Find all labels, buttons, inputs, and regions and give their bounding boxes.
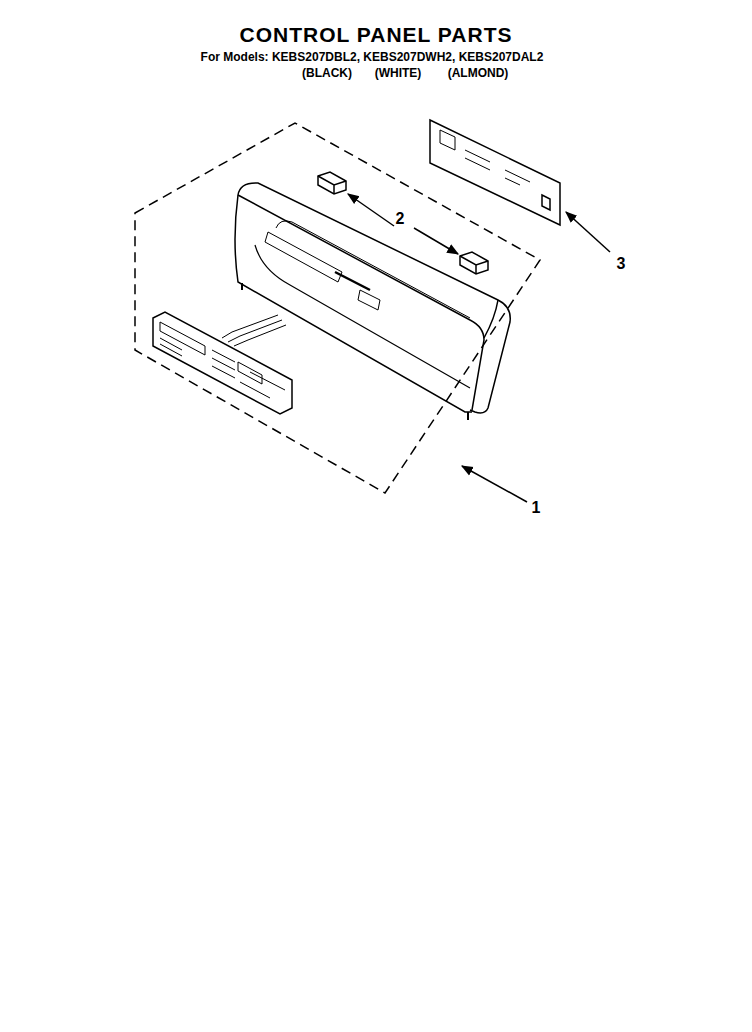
leader-line (348, 194, 394, 226)
leader-line (462, 466, 527, 502)
leader-line (566, 212, 610, 252)
diagram-title: CONTROL PANEL PARTS (240, 24, 513, 45)
model-list: For Models: KEBS207DBL2, KEBS207DWH2, KE… (201, 51, 544, 63)
console-housing (235, 183, 510, 420)
color-note: (WHITE) (375, 67, 422, 79)
callout-number: 2 (396, 211, 405, 227)
callout-number: 3 (617, 256, 626, 272)
assembly-outline (135, 123, 540, 493)
color-note: (ALMOND) (448, 67, 509, 79)
leader-line (414, 228, 458, 254)
callout-number: 1 (532, 500, 541, 516)
color-note: (BLACK) (302, 67, 352, 79)
control-board (430, 120, 560, 225)
bracket (318, 172, 488, 274)
keypad-overlay (153, 312, 292, 414)
